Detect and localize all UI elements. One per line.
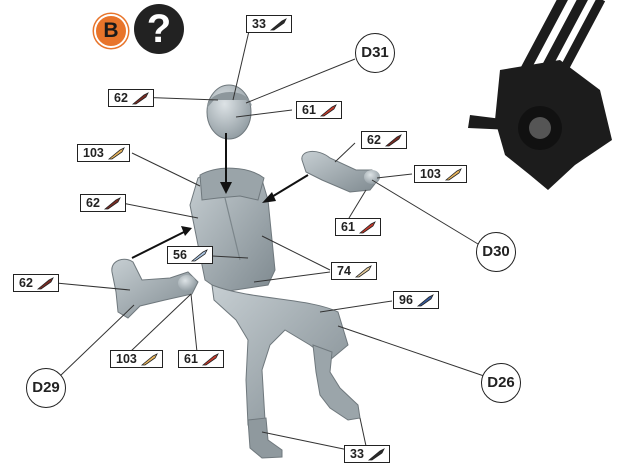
paintbrush-icon [319, 104, 338, 117]
paint-code: 33 [252, 17, 266, 31]
paint-code: 62 [19, 276, 33, 290]
paintbrush-icon [384, 134, 403, 147]
paint-callout: 33 [344, 445, 390, 463]
paintbrush-icon [140, 353, 159, 366]
part-callout-d26: D26 [481, 363, 521, 403]
paint-code: 74 [337, 264, 351, 278]
paintbrush-icon [107, 147, 126, 160]
figure-arm-right [302, 151, 380, 192]
paint-callout: 61 [296, 101, 342, 119]
paint-code: 56 [173, 248, 187, 262]
paint-callout: 62 [13, 274, 59, 292]
paint-code: 62 [367, 133, 381, 147]
paintbrush-icon [444, 168, 463, 181]
paint-callout: 62 [80, 194, 126, 212]
paintbrush-icon [190, 249, 209, 262]
paint-callout: 96 [393, 291, 439, 309]
paintbrush-icon [358, 221, 377, 234]
paint-code: 62 [86, 196, 100, 210]
paint-callout: 56 [167, 246, 213, 264]
paintbrush-icon [201, 353, 220, 366]
paintbrush-icon [416, 294, 435, 307]
paint-code: 62 [114, 91, 128, 105]
step-b-badge: B [94, 14, 128, 48]
paint-callout: 103 [414, 165, 467, 183]
paintbrush-icon [354, 265, 373, 278]
paint-callout: 103 [77, 144, 130, 162]
part-callout-d29: D29 [26, 368, 66, 408]
paint-callout: 103 [110, 350, 163, 368]
figure-torso [190, 168, 275, 292]
machine-gun-silhouette [468, 0, 612, 190]
figure-head [207, 85, 252, 139]
paint-code: 103 [420, 167, 441, 181]
paint-callout: 62 [361, 131, 407, 149]
paint-callout: 74 [331, 262, 377, 280]
paint-callout: 61 [335, 218, 381, 236]
paintbrush-icon [367, 448, 386, 461]
paint-code: 96 [399, 293, 413, 307]
figure-legs [212, 285, 360, 458]
paint-callout: 33 [246, 15, 292, 33]
paint-code: 61 [184, 352, 198, 366]
paint-code: 61 [341, 220, 355, 234]
paint-callout: 61 [178, 350, 224, 368]
paint-code: 103 [116, 352, 137, 366]
paint-code: 33 [350, 447, 364, 461]
paintbrush-icon [103, 197, 122, 210]
paint-callout: 62 [108, 89, 154, 107]
paint-code: 103 [83, 146, 104, 160]
paintbrush-icon [36, 277, 55, 290]
part-callout-d31: D31 [355, 33, 395, 73]
paintbrush-icon [131, 92, 150, 105]
figure-arm-left [112, 259, 198, 318]
question-mark-icon[interactable]: ? [134, 4, 184, 54]
part-callout-d30: D30 [476, 232, 516, 272]
paintbrush-icon [269, 18, 288, 31]
paint-code: 61 [302, 103, 316, 117]
